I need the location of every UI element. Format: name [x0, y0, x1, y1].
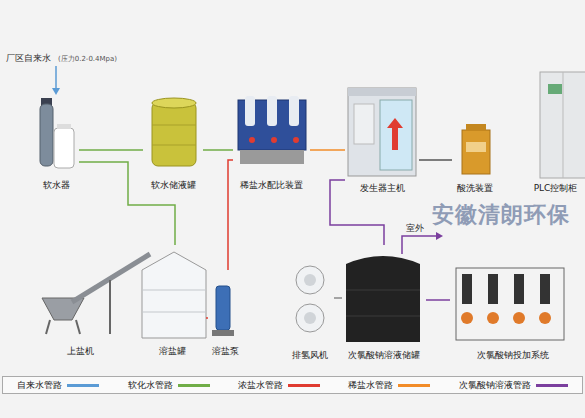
watermark: 安徽清朗环保 — [432, 200, 570, 230]
salt-pump — [212, 286, 234, 336]
equipment-label: 排氢风机 — [292, 349, 328, 362]
dilution-unit — [238, 96, 306, 164]
legend-item: 浓盐水管路 — [238, 379, 320, 392]
equipment-label: 次氯酸钠溶液储罐 — [348, 349, 420, 362]
note-label: 室外 — [406, 222, 424, 235]
equipment-node: 稀盐水配比装置 — [233, 90, 310, 192]
equipment-node: 软水储液罐 — [143, 95, 203, 192]
generator-host — [348, 88, 416, 176]
legend-text: 稀盐水管路 — [348, 379, 393, 392]
equipment-label: 软水储液罐 — [151, 179, 196, 192]
equipment-node: 次氯酸钠溶液储罐 — [342, 245, 426, 362]
legend-swatch — [398, 384, 430, 387]
acid-wash-unit — [462, 124, 490, 174]
note-label: 厂区自来水 — [6, 52, 51, 65]
dosing-system — [456, 268, 564, 340]
pipe-line — [419, 159, 452, 161]
legend-item: 软化水管路 — [128, 379, 210, 392]
equipment-label: 上盐机 — [67, 345, 94, 358]
equipment-node: 排氢风机 — [286, 258, 334, 362]
equipment-label: 酸洗装置 — [457, 182, 493, 195]
plc-cabinet — [540, 72, 585, 178]
equipment-node: 发生器主机 — [345, 80, 419, 195]
legend-swatch — [178, 384, 210, 387]
outdoor-vent — [402, 232, 443, 254]
softener — [40, 98, 74, 168]
pipe-line — [426, 299, 450, 301]
pipe-line — [228, 160, 233, 270]
legend-item: 稀盐水管路 — [348, 379, 430, 392]
legend-text: 自来水管路 — [17, 379, 62, 392]
salt-loader — [42, 254, 150, 334]
equipment-node: 次氯酸钠投加系统 — [450, 258, 575, 362]
salt-dissolving-tank — [142, 252, 206, 338]
legend-text: 软化水管路 — [128, 379, 173, 392]
equipment-label: 发生器主机 — [360, 182, 405, 195]
legend-bar: 自来水管路 软化水管路 浓盐水管路 稀盐水管路 次氯酸钠溶液管路 — [2, 376, 583, 394]
equipment-label: 溶盐罐 — [159, 345, 186, 358]
equipment-node: PLC控制柜 — [528, 65, 583, 195]
legend-text: 次氯酸钠溶液管路 — [459, 379, 531, 392]
legend-item: 次氯酸钠溶液管路 — [459, 379, 568, 392]
equipment-label: PLC控制柜 — [534, 182, 578, 195]
equipment-node: 上盐机 — [30, 225, 130, 358]
equipment-node: 酸洗装置 — [452, 120, 498, 195]
equipment-label: 溶盐泵 — [212, 345, 239, 358]
equipment-node: 溶盐罐 — [138, 245, 206, 358]
note-label: (压力0.2-0.4Mpa) — [58, 54, 117, 64]
pipe-line — [310, 149, 345, 151]
legend-swatch — [288, 384, 320, 387]
pipe-line — [203, 149, 233, 151]
equipment-node: 溶盐泵 — [208, 270, 242, 358]
equipment-label: 次氯酸钠投加系统 — [477, 349, 549, 362]
hypochlorite-tank — [346, 256, 420, 342]
soft-water-tank — [152, 98, 196, 166]
pipe-line — [79, 149, 143, 151]
legend-swatch — [67, 384, 99, 387]
equipment-label: 稀盐水配比装置 — [240, 179, 303, 192]
hydrogen-fans — [296, 266, 324, 332]
equipment-node: 软水器 — [33, 95, 79, 192]
legend-item: 自来水管路 — [17, 379, 99, 392]
legend-swatch — [536, 384, 568, 387]
inlet-arrow — [52, 66, 60, 95]
pipe-line — [79, 162, 175, 245]
equipment-label: 软水器 — [43, 179, 70, 192]
pipe-line — [334, 297, 342, 299]
legend-text: 浓盐水管路 — [238, 379, 283, 392]
pipe-line — [206, 317, 208, 319]
